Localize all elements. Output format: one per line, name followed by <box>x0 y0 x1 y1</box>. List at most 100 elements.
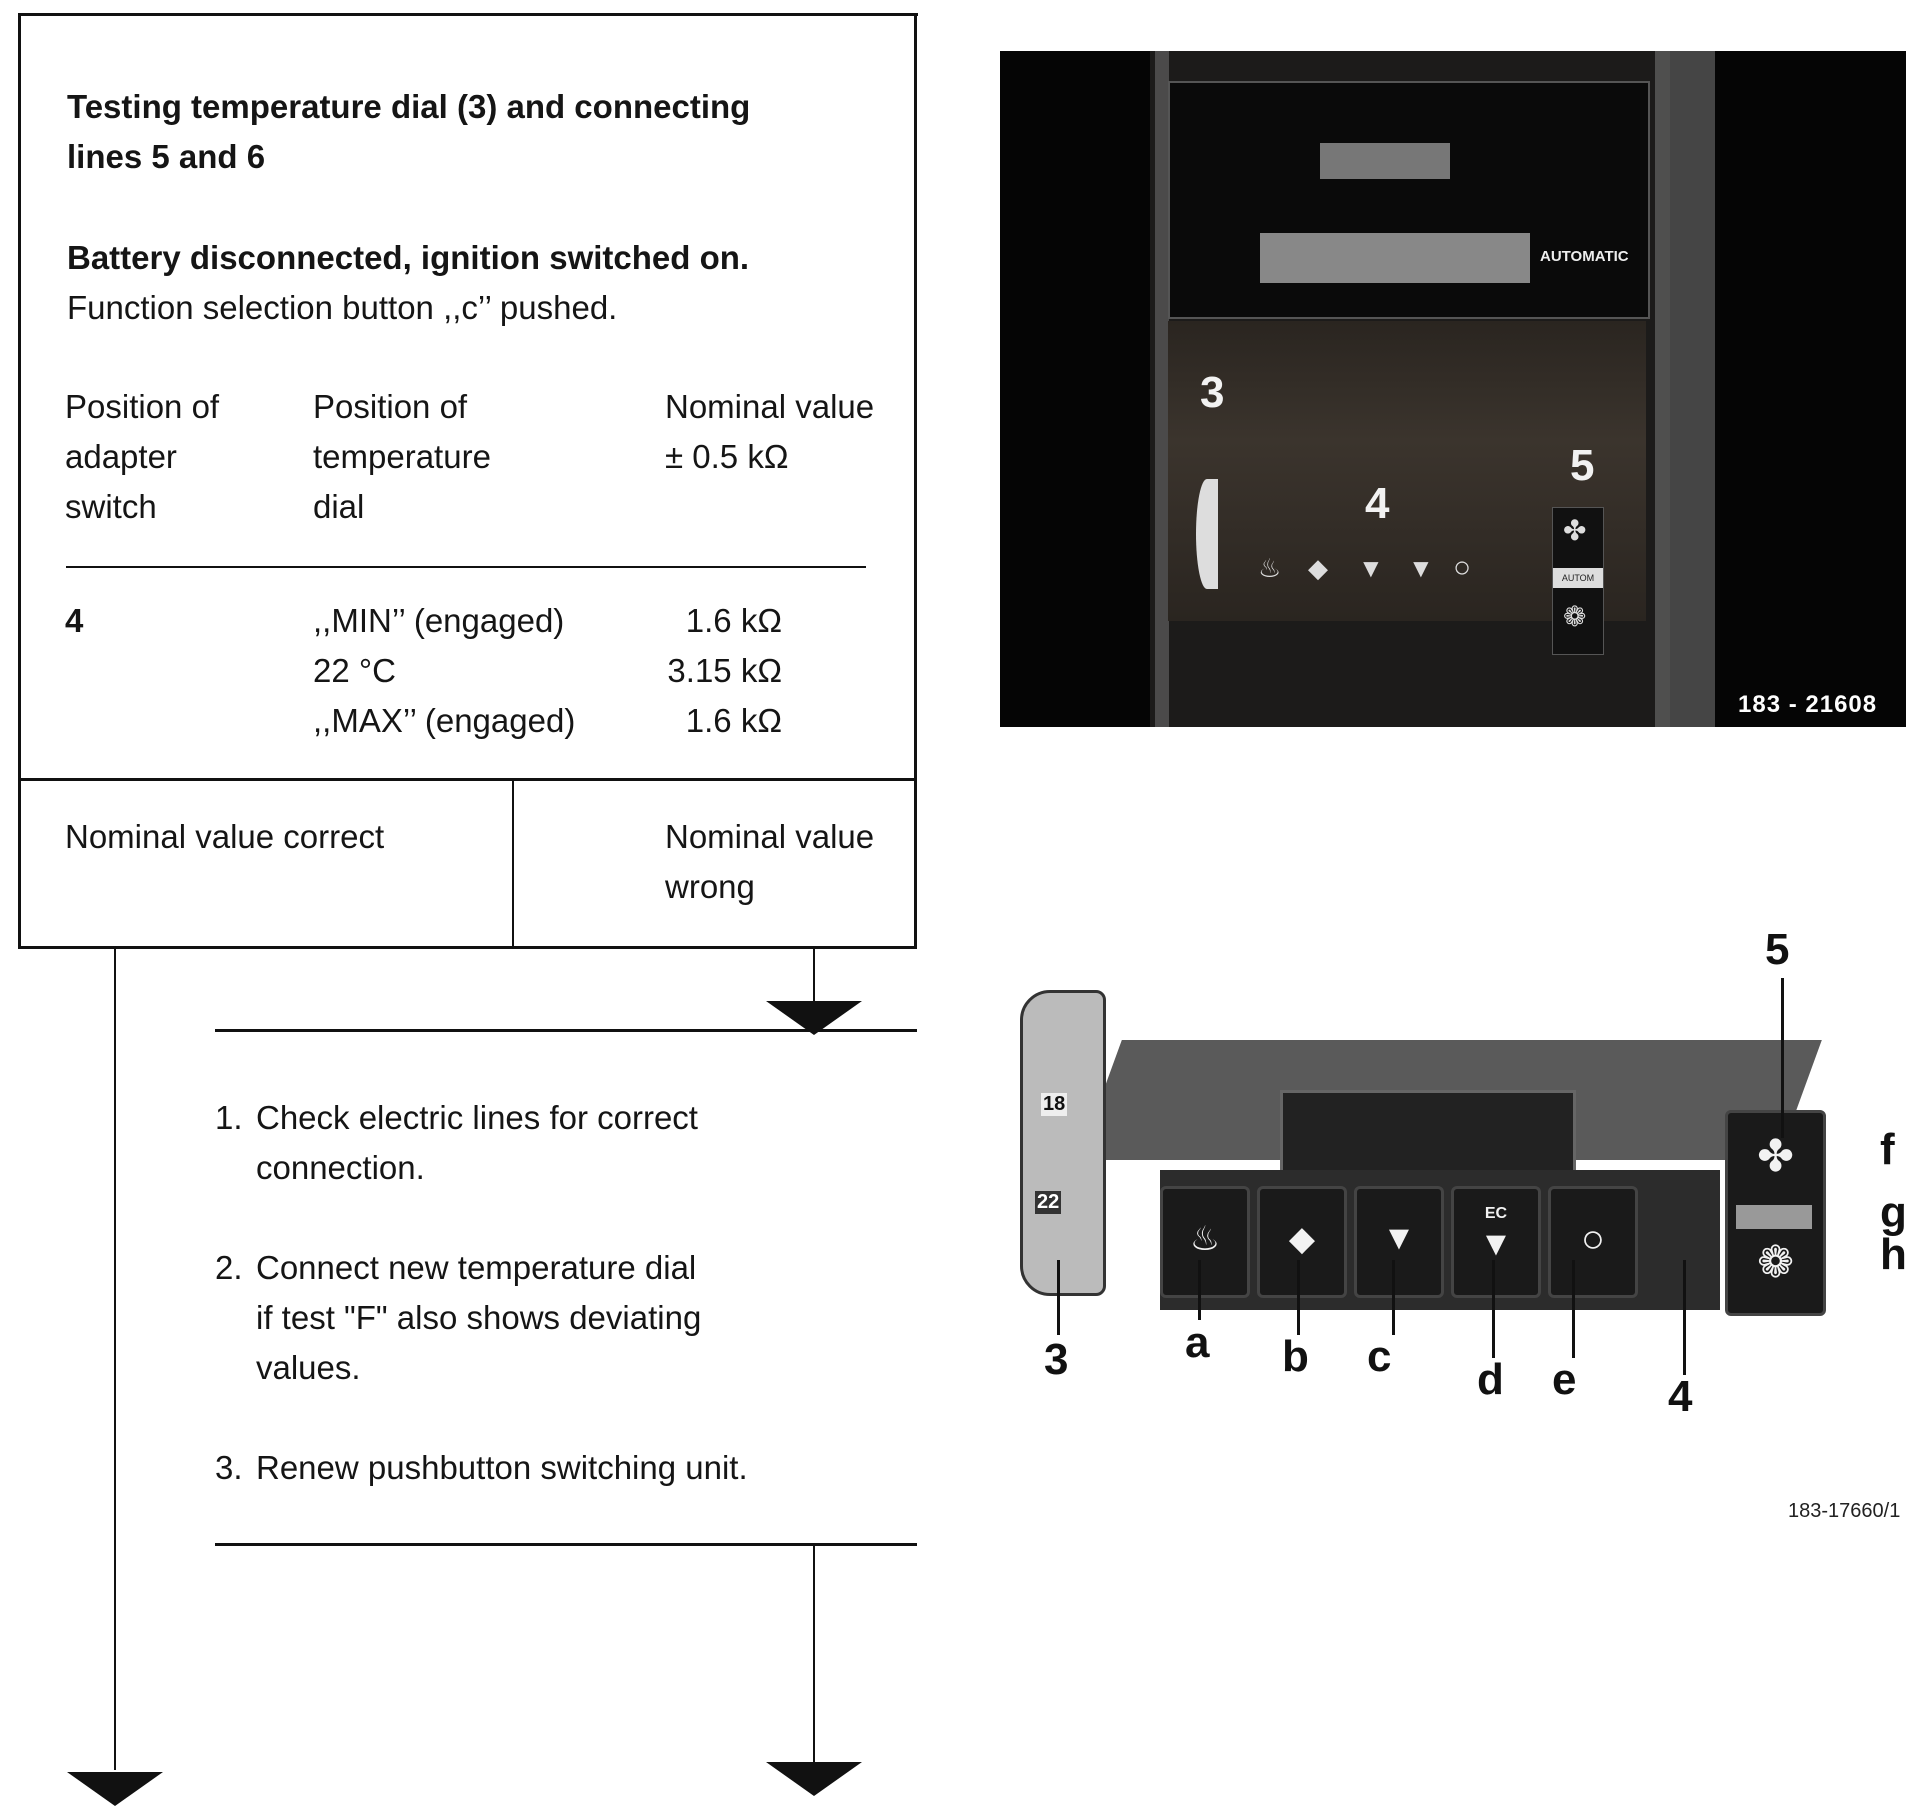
callout-d: d <box>1477 1355 1504 1404</box>
header-text: Position of <box>313 388 468 425</box>
triangle-down-icon: ▼ <box>1382 1219 1416 1257</box>
step-number: 1. <box>215 1099 243 1136</box>
callout-c: c <box>1367 1332 1392 1381</box>
fan-icon: ✤ <box>1563 515 1587 546</box>
callout-5: 5 <box>1570 441 1595 490</box>
leader-line <box>1057 1260 1060 1335</box>
step-text: Connect new temperature dial <box>256 1249 697 1286</box>
test-condition: Battery disconnected, ignition switched … <box>67 239 750 276</box>
header-text: temperature <box>313 438 491 475</box>
box-right-border <box>914 13 917 949</box>
outcome-wrong-line1: Nominal value <box>665 818 875 855</box>
radio-display <box>1320 143 1450 179</box>
radio-unit: AUTOMATIC <box>1168 81 1650 319</box>
temperature-dial: 18 22 <box>1020 990 1106 1296</box>
nominal-value: 1.6 kΩ <box>685 602 782 639</box>
fan-switch: ✤ AUTOM ❁ <box>1552 507 1604 655</box>
fan-switch-unit: ✤ ❁ <box>1725 1110 1826 1316</box>
step-text: connection. <box>256 1149 425 1186</box>
header-text: Nominal value <box>665 388 875 425</box>
step-number: 3. <box>215 1449 243 1486</box>
diagram-caption: 183-17660/1 <box>1788 1500 1901 1522</box>
diamond-icon: ◆ <box>1288 1220 1316 1258</box>
header-text: Position of <box>65 388 220 425</box>
defrost-icon: ♨ <box>1258 553 1282 583</box>
flow-line-wrong <box>813 948 815 1020</box>
step-text: Renew pushbutton switching unit. <box>256 1449 748 1486</box>
leader-line <box>1683 1260 1686 1375</box>
step-text: values. <box>256 1349 361 1386</box>
flow-line-remedy <box>813 1545 815 1765</box>
step-text: Check electric lines for correct <box>256 1099 698 1136</box>
callout-e: e <box>1552 1355 1577 1404</box>
header-text: adapter <box>65 438 177 475</box>
dial-position: ,,MIN’’ (engaged) <box>313 602 565 639</box>
table-header-rule <box>66 566 866 568</box>
console-edge <box>1655 51 1715 727</box>
box-top-border <box>20 13 918 16</box>
outcome-correct: Nominal value correct <box>65 818 385 855</box>
triangle-down-icon: ▼ <box>1479 1225 1513 1263</box>
outcome-wrong-line2: wrong <box>665 868 755 905</box>
outcome-divider <box>512 778 514 948</box>
button-e: ○ <box>1548 1186 1638 1298</box>
leader-line <box>1198 1260 1201 1320</box>
test-title-line2: lines 5 and 6 <box>67 138 266 175</box>
callout-g: g <box>1880 1188 1907 1237</box>
leader-line <box>1492 1260 1495 1358</box>
leader-line <box>1392 1260 1395 1335</box>
pushbutton-row: ♨ ◆ ▼ ▼ ○ <box>1258 543 1488 603</box>
photo-caption: 183 - 21608 <box>1738 691 1878 718</box>
dial-mark: 22 <box>1035 1191 1062 1214</box>
box-left-border <box>18 13 21 949</box>
callout-4: 4 <box>1365 479 1390 528</box>
nominal-value: 3.15 kΩ <box>667 652 782 689</box>
button-d: EC ▼ <box>1451 1186 1541 1298</box>
test-precondition: Function selection button ,,c’’ pushed. <box>67 289 618 326</box>
dial-position: 22 °C <box>313 652 396 689</box>
diamond-icon: ◆ <box>1308 553 1328 583</box>
adapter-switch-value: 4 <box>65 602 84 639</box>
arrow-down-icon <box>67 1772 163 1806</box>
callout-4: 4 <box>1668 1372 1693 1421</box>
ec-label: EC <box>1484 1205 1508 1222</box>
fan-icon: ❁ <box>1563 601 1587 632</box>
callout-b: b <box>1282 1332 1309 1381</box>
fan-icon: ❁ <box>1757 1238 1794 1287</box>
step-text: if test "F" also shows deviating <box>256 1299 702 1336</box>
radio-cassette-slot <box>1260 233 1530 283</box>
control-unit-diagram: 18 22 ♨ ◆ ▼ EC▼ ○ ✤ ❁ 3 a b c d e 4 5 f … <box>1000 925 1920 1522</box>
box-section-divider <box>18 778 917 781</box>
flow-line-correct <box>114 948 116 1770</box>
dial-mark: 18 <box>1041 1093 1068 1116</box>
nominal-value: 1.6 kΩ <box>685 702 782 739</box>
autom-indicator <box>1736 1205 1812 1229</box>
header-text: ± 0.5 kΩ <box>665 438 789 475</box>
header-text: dial <box>313 488 365 525</box>
leader-line <box>1572 1260 1575 1358</box>
off-circle-icon: ○ <box>1453 551 1472 584</box>
leader-line <box>1781 978 1784 1138</box>
off-circle-icon: ○ <box>1580 1217 1606 1261</box>
console-edge <box>1155 51 1169 727</box>
fan-icon: ✤ <box>1757 1132 1794 1181</box>
dial-position: ,,MAX’’ (engaged) <box>313 702 576 739</box>
temperature-dial <box>1196 479 1218 589</box>
rear-defrost-icon: ♨ <box>1189 1220 1221 1258</box>
econ-icon: ▼ <box>1408 553 1434 583</box>
callout-5: 5 <box>1765 925 1790 974</box>
button-a: ♨ <box>1160 1186 1250 1298</box>
callout-f: f <box>1880 1125 1895 1174</box>
button-c: ▼ <box>1354 1186 1444 1298</box>
button-b: ◆ <box>1257 1186 1347 1298</box>
callout-3: 3 <box>1200 368 1225 417</box>
box-bottom-border <box>18 946 917 949</box>
header-text: switch <box>65 488 157 525</box>
triangle-down-icon: ▼ <box>1358 553 1384 583</box>
radio-automatic-label: AUTOMATIC <box>1540 248 1629 265</box>
autom-label: AUTOM <box>1553 568 1603 588</box>
remedy-top-rule <box>215 1029 917 1032</box>
callout-3: 3 <box>1044 1335 1069 1384</box>
leader-line <box>1297 1260 1300 1335</box>
dashboard-photo: AUTOMATIC 3 4 5 ♨ ◆ ▼ ▼ ○ ✤ AUTOM ❁ 183 … <box>1000 51 1906 727</box>
